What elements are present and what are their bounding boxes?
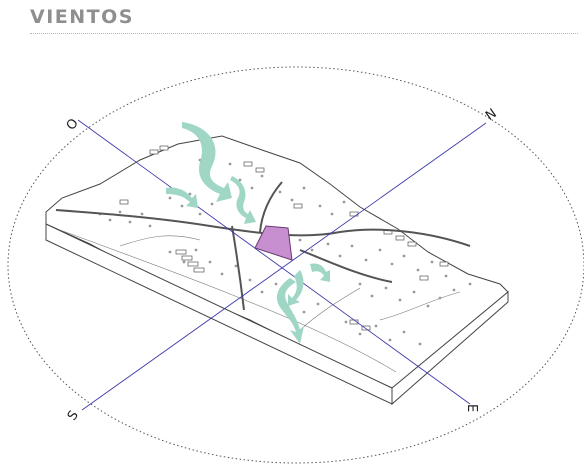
terrain-block (45, 135, 509, 406)
building-icon (119, 145, 449, 331)
page-title: VIENTOS (30, 6, 134, 28)
wind-arrow-main (182, 122, 232, 202)
site-parcel (254, 225, 293, 261)
terrain-right-face (391, 290, 509, 406)
axis-north-south (81, 122, 487, 411)
orientation-ellipse (7, 66, 584, 464)
wind-arrow-left (166, 187, 198, 208)
compass-north-label: N (483, 106, 500, 124)
title-divider (30, 33, 578, 34)
road-south (231, 225, 245, 311)
axis-west-east (77, 119, 471, 405)
compass-axes (77, 119, 487, 411)
wind-arrow-south-3 (288, 270, 304, 306)
compass-south-label: S (65, 408, 82, 423)
road-north (259, 181, 283, 233)
wind-arrow-south-1 (276, 278, 304, 344)
compass-east-label: E (464, 404, 479, 412)
terrain-lines (59, 229, 461, 373)
road-east (299, 249, 393, 283)
wind-arrow-right (230, 176, 256, 224)
wind-arrow-south-2 (310, 263, 330, 282)
compass-west-label: O (64, 116, 82, 133)
wind-arrow-icon (166, 122, 330, 344)
